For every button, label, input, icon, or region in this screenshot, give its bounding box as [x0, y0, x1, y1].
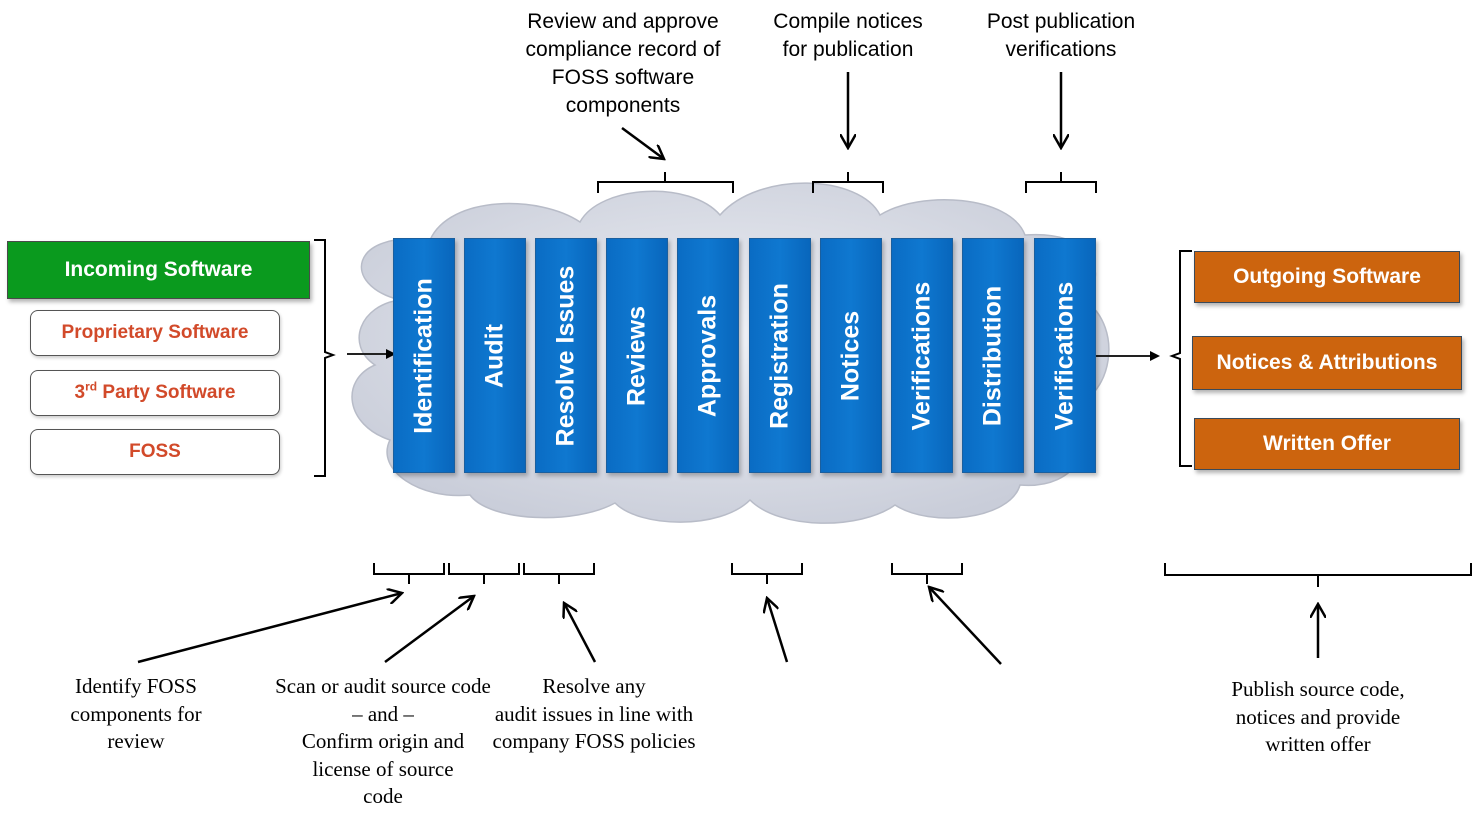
stage-notices: Notices [820, 238, 882, 473]
annotation-resolve-issues: Resolve any audit issues in line with co… [492, 674, 696, 753]
annotation-review-approve: Review and approve compliance record of … [525, 10, 721, 117]
top-brackets [597, 172, 1097, 193]
foss-box: FOSS [30, 429, 280, 475]
stage-approvals: Approvals [677, 238, 739, 473]
annotation-scan-audit: Scan or audit source code – and – Confir… [275, 674, 491, 808]
proprietary-software-box: Proprietary Software [30, 310, 280, 356]
notices-attributions-box: Notices & Attributions [1192, 336, 1462, 390]
annotation-compile-notices: Compile notices for publication [773, 10, 923, 61]
written-offer-box: Written Offer [1194, 418, 1460, 470]
bottom-arrows [137, 587, 1318, 665]
annotation-post-publication: Post publication verifications [986, 10, 1136, 61]
stage-audit: Audit [464, 238, 526, 473]
stage-distribution: Distribution [962, 238, 1024, 473]
stage-post-verifications: Verifications [1034, 238, 1096, 473]
bottom-brackets [373, 563, 1472, 587]
stage-registration: Registration [749, 238, 811, 473]
stage-identification: Identification [393, 238, 455, 473]
outgoing-software-box: Outgoing Software [1194, 251, 1460, 303]
stage-reviews: Reviews [606, 238, 668, 473]
stage-resolve-issues: Resolve Issues [535, 238, 597, 473]
third-party-software-box: 3rd Party Software [30, 370, 280, 416]
annotation-publish-source: Publish source code, notices and provide… [1231, 677, 1405, 756]
annotation-identify-foss: Identify FOSS components for review [70, 674, 202, 753]
top-arrows [621, 72, 1061, 159]
incoming-software-box: Incoming Software [7, 241, 310, 299]
incoming-bracket [314, 239, 336, 477]
stage-verifications: Verifications [891, 238, 953, 473]
outgoing-bracket [1169, 250, 1192, 467]
